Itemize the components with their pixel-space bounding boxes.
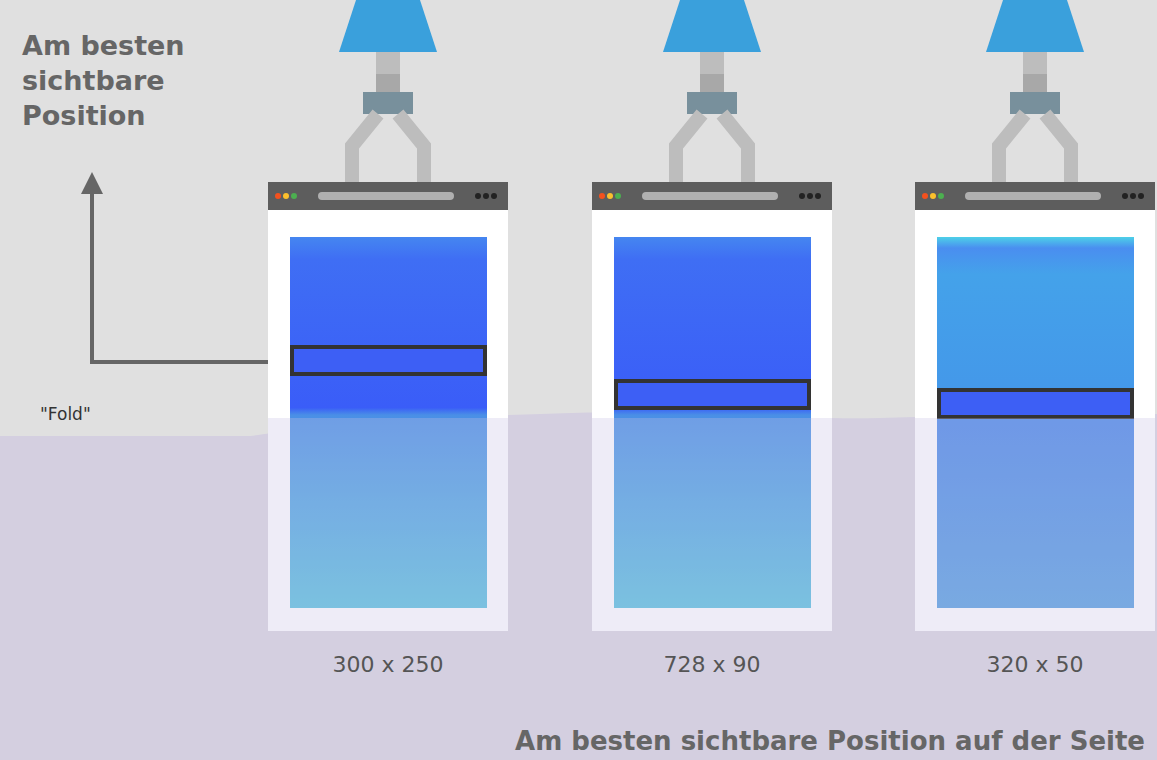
- caption: Am besten sichtbare Position auf der Sei…: [515, 726, 1145, 756]
- browser-window: 300 x 250: [268, 182, 508, 692]
- browser-window-outline: [915, 182, 1155, 631]
- callout-label: Am besten sichtbare Position: [22, 28, 222, 133]
- browser-window-outline: [592, 182, 832, 631]
- ad-size-label: 320 x 50: [915, 652, 1155, 677]
- browser-window-outline: [268, 182, 508, 631]
- browser-window: 320 x 50: [915, 182, 1155, 692]
- browser-window: 728 x 90: [592, 182, 832, 692]
- ad-size-label: 728 x 90: [592, 652, 832, 677]
- fold-label: "Fold": [40, 404, 91, 424]
- ad-size-label: 300 x 250: [268, 652, 508, 677]
